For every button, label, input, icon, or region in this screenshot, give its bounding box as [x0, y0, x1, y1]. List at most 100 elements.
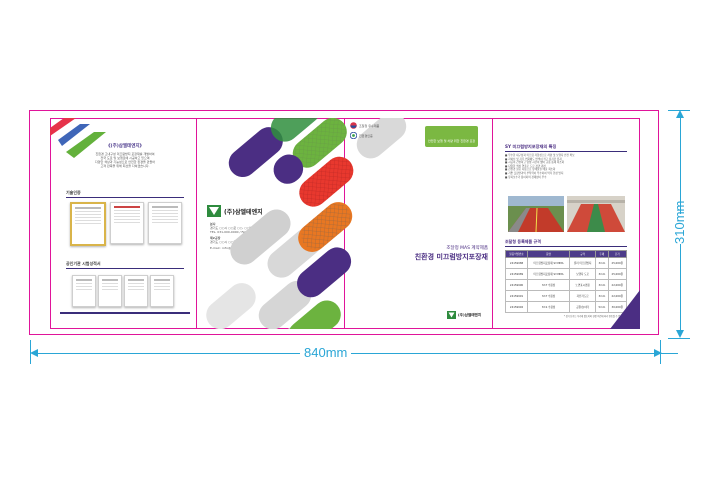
feature-item: ■ 다양한 색상 연출로 도로 경관 개선: [505, 164, 546, 168]
features-title-rule: [505, 151, 627, 152]
panel3-logo-text: (주)삼엘테엔지: [458, 312, 482, 317]
table-cell: 3mm: [595, 268, 609, 280]
intro-line-4: 고객 만족을 위해 최선을 다하겠습니다.: [100, 164, 150, 168]
report-document-1: [72, 275, 96, 307]
table-cell: 미끄럼방지포장재 SY-MMA: [527, 257, 571, 269]
panel3-subtitle: 조달청 MAS 계약제품: [446, 246, 488, 251]
intro-line-2: 전국 도로 및 보행로에 시공하고 있으며: [100, 156, 150, 160]
report-document-3: [124, 275, 148, 307]
table-row: 24159988 미끄럼방지포장재 SY-MMA 컬러 미끄럼방지 3mm 25…: [504, 257, 628, 269]
green-tag-text: 안전한 보행 및 차량 위한 친환경 포장: [428, 139, 476, 143]
feature-item: ■ 우수한 내구성과 미끄럼 저항성으로 차량 및 보행자 안전 확보: [505, 154, 575, 157]
feature-item: ■ 시공이 간편하고 양생 시간이 짧아 교통 통제 최소화: [505, 161, 565, 165]
table-cell: 25,000원: [607, 268, 628, 280]
feature-item: ■ 친환경 원료 사용으로 유해물질 배출 최소화: [505, 168, 556, 172]
corner-triangle-graphic: [610, 290, 640, 329]
panel3-logo: (주)삼엘테엔지: [447, 311, 481, 319]
panel1-intro: 《(주)삼엘테엔지》 친환경 고내구성 미끄럼방지 포장재를 개발하여 전국 도…: [60, 143, 190, 168]
table-cell: 5mm: [595, 301, 609, 313]
bleed-guide: [50, 118, 640, 329]
panel2-logo-text: (주)삼엘테엔지: [224, 208, 263, 216]
feature-item: ■ 유지보수가 용이하며 경제성이 우수: [505, 175, 547, 179]
report-document-2: [98, 275, 122, 307]
table-cell: SY-T 수용성: [527, 290, 571, 302]
table-cell: 컬러 미끄럼방지: [569, 257, 597, 269]
table-row: 24159989 미끄럼방지포장재 SY-MMA 보행자 도로 3mm 25,0…: [504, 268, 628, 280]
table-header-cell: 품명: [527, 250, 571, 258]
table-cell: 22,000원: [607, 290, 628, 302]
spec-table: 물품식별번호 품명 규격 두께 단가 24159988 미끄럼방지포장재 SY-…: [504, 250, 628, 313]
cert-document-2: [110, 202, 144, 244]
height-extension-top: [668, 110, 690, 111]
report-heading: 공인기관 시험성적서: [66, 261, 101, 266]
table-cell: 24159990: [504, 279, 529, 291]
address-line-2: TEL. 031-000-0000 / FAX. 031-000-0000: [210, 230, 271, 234]
badge-1-text: 조달청 우수제품: [359, 123, 380, 128]
table-cell: 3mm: [595, 257, 609, 269]
road-photo-1: [508, 196, 564, 232]
fold-line-3: [492, 118, 493, 329]
table-title-rule: [505, 246, 627, 247]
table-cell: 보행자 도로: [569, 268, 597, 280]
features-list: ■ 우수한 내구성과 미끄럼 저항성으로 차량 및 보행자 안전 확보 ■ 자외…: [505, 154, 625, 179]
panel3-badges: 조달청 우수제품 친환경인증: [350, 122, 379, 139]
width-extension-right: [660, 340, 661, 364]
badge-row-1: 조달청 우수제품: [350, 122, 379, 129]
panel3-title: 친환경 미끄럼방지포장재: [414, 253, 488, 261]
features-title: SY 미끄럼방지포장재의 특징: [505, 144, 557, 149]
table-cell: SY-S 수용성: [527, 301, 571, 313]
factory-line-1: 경기도 ○○시 ○○읍 ○○리 000-0: [210, 240, 255, 244]
width-arrow-right-icon: [654, 349, 662, 357]
cert-document-1: [70, 202, 106, 246]
badge-row-2: 친환경인증: [350, 132, 379, 139]
table-cell: 24159988: [504, 257, 529, 269]
height-label: 310mm: [672, 200, 687, 244]
table-footnote: * 상기 단가는 부가세 별도이며 현장 여건에 따라 변동될 수 있습니다.: [563, 315, 627, 318]
intro-line-3: 다양한 색상과 기능성으로 안전한 환경을 만들어: [95, 160, 155, 164]
eco-cert-icon: [350, 132, 357, 139]
table-cell: 24159989: [504, 268, 529, 280]
table-cell: 24159992: [504, 301, 529, 313]
cert-document-3: [148, 202, 182, 244]
width-arrow-left-icon: [30, 349, 38, 357]
cert-heading: 기술인증: [66, 190, 81, 195]
height-arrow-up-icon: [676, 110, 684, 118]
capsule-graphic: [206, 118, 407, 329]
table-cell: 25,000원: [607, 257, 628, 269]
width-label: 840mm: [300, 345, 352, 360]
table-cell: 공원/놀이터: [569, 301, 597, 313]
table-header-cell: 단가: [607, 250, 628, 258]
table-row: 24159992 SY-S 수용성 공원/놀이터 5mm 30,000원: [504, 301, 628, 313]
width-dimension-line: [38, 353, 678, 354]
factory-label: 제2공장: [210, 236, 221, 240]
table-header-cell: 물품식별번호: [504, 250, 529, 258]
width-extension-left: [30, 340, 31, 364]
company-title: 《(주)삼엘테엔지》: [106, 144, 144, 149]
panel1-bottom-rule: [60, 312, 190, 314]
height-extension-bottom: [668, 338, 690, 339]
table-cell: 미끄럼방지포장재 SY-MMA: [527, 268, 571, 280]
green-tag: 안전한 보행 및 차량 위한 친환경 포장: [425, 126, 479, 147]
government-emblem-icon: [350, 122, 357, 129]
feature-item: ■ 자외선 및 기후 변화에도 변색이 적고 장기간 유지: [505, 157, 562, 161]
table-title: 조달청 등록제품 규격: [505, 239, 541, 244]
company-logo-icon: [207, 205, 221, 217]
table-cell: 30,000원: [607, 301, 628, 313]
table-row: 24159990 SY-T 수용성 노면표시겸용 3mm 22,000원: [504, 279, 628, 291]
table-cell: 자전거도로: [569, 290, 597, 302]
feature-item: ■ 기존 포장면과의 부착력이 우수하여 박리 현상 방지: [505, 171, 564, 175]
address-line-1: 경기도 ○○시 ○○로 ○○, ○○빌딩 ○층: [210, 226, 262, 230]
report-heading-rule: [66, 268, 184, 269]
table-cell: SY-T 수용성: [527, 279, 571, 291]
email-text: E-mail : info@samel.com: [210, 246, 248, 250]
table-cell: 22,000원: [607, 279, 628, 291]
table-row: 24159991 SY-T 수용성 자전거도로 3mm 22,000원: [504, 290, 628, 302]
report-document-4: [150, 275, 174, 307]
panel2-contact: 본사 경기도 ○○시 ○○로 ○○, ○○빌딩 ○층 TEL. 031-000-…: [210, 222, 340, 250]
corner-stripes-graphic: [50, 118, 106, 158]
cert-heading-rule: [66, 197, 184, 198]
intro-line-1: 친환경 고내구성 미끄럼방지 포장재를 개발하여: [95, 152, 155, 156]
panel2-logo: (주)삼엘테엔지: [207, 205, 263, 217]
road-photo-2: [567, 196, 625, 232]
fold-line-1: [196, 118, 197, 329]
